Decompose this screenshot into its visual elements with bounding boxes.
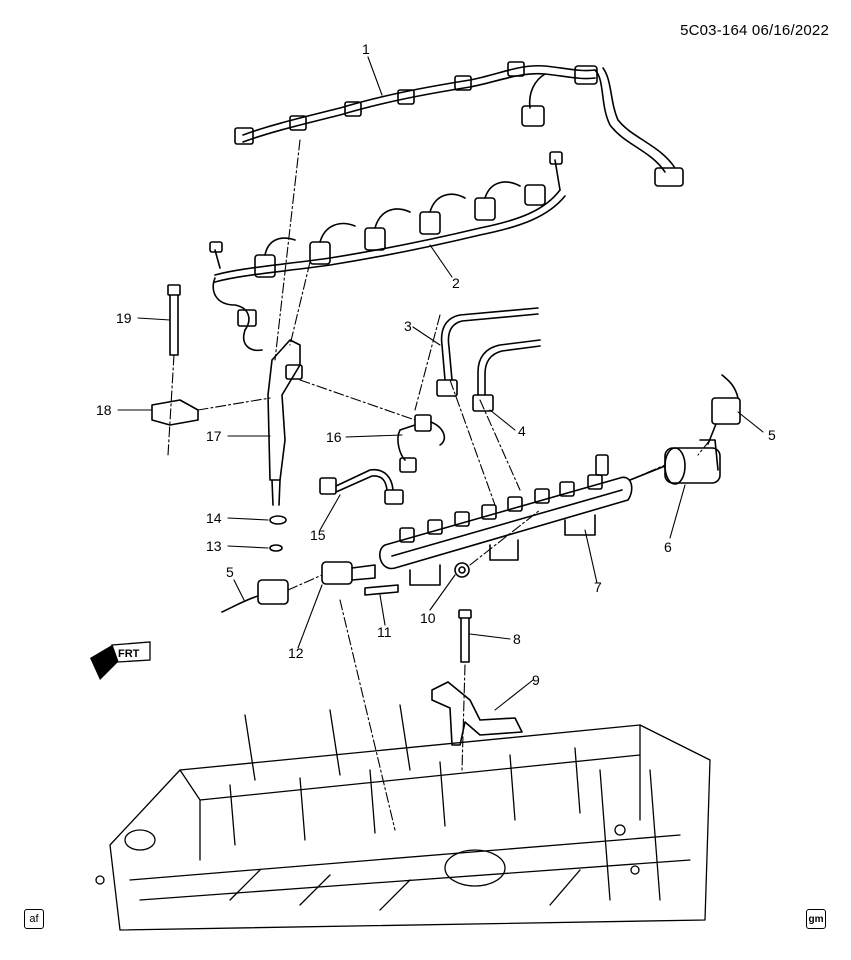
fuel-injector [267,339,303,506]
callout-16: 16 [326,429,342,445]
alignment-lines [167,139,711,831]
callout-18: 18 [96,402,112,418]
fuel-pipe-3 [436,307,539,397]
callout-13: 13 [206,538,222,554]
callout-3: 3 [404,318,412,334]
fuel-pipe-16 [397,414,446,473]
callout-11: 11 [377,624,392,640]
fuel-rail [379,454,633,586]
leader-lines [117,56,764,711]
connector-lower [221,579,289,613]
callout-19: 19 [116,310,132,326]
injector-clamp [151,399,199,426]
callout-9: 9 [532,672,540,688]
af-badge: af [24,909,44,929]
bolt-8 [458,609,472,663]
callout-5-upper: 5 [768,427,776,443]
callout-5-lower: 5 [226,564,234,580]
callout-4: 4 [518,423,526,439]
engine-block [95,704,711,931]
pressure-regulator [629,439,721,485]
diagram-code-date: 5C03-164 06/16/2022 [680,22,829,39]
wiring-harness-injector [209,151,566,352]
callout-6: 6 [664,539,672,555]
wiring-harness-upper [234,61,684,187]
callout-7: 7 [594,579,602,595]
bracket-9 [431,681,523,746]
nut-10 [454,562,470,578]
callout-17: 17 [206,428,222,444]
callout-2: 2 [452,275,460,291]
connector-upper [707,374,741,445]
callout-15: 15 [310,527,326,543]
stud-11 [364,584,399,596]
washer-14 [269,515,287,525]
callout-10: 10 [420,610,436,626]
frt-label: FRT [118,648,140,660]
fuel-pipe-15 [319,468,404,505]
callout-8: 8 [513,631,521,647]
callout-1: 1 [362,41,370,57]
callout-12: 12 [288,645,304,661]
gm-logo-badge: gm [806,909,826,929]
callout-numbers: 1 2 3 4 5 5 6 7 8 9 10 11 12 13 14 15 16… [96,41,776,688]
fuel-pipe-4 [472,339,541,412]
front-direction-arrow: FRT [90,641,151,680]
pressure-sensor [321,561,376,585]
seal-13 [269,544,283,552]
callout-14: 14 [206,510,222,526]
